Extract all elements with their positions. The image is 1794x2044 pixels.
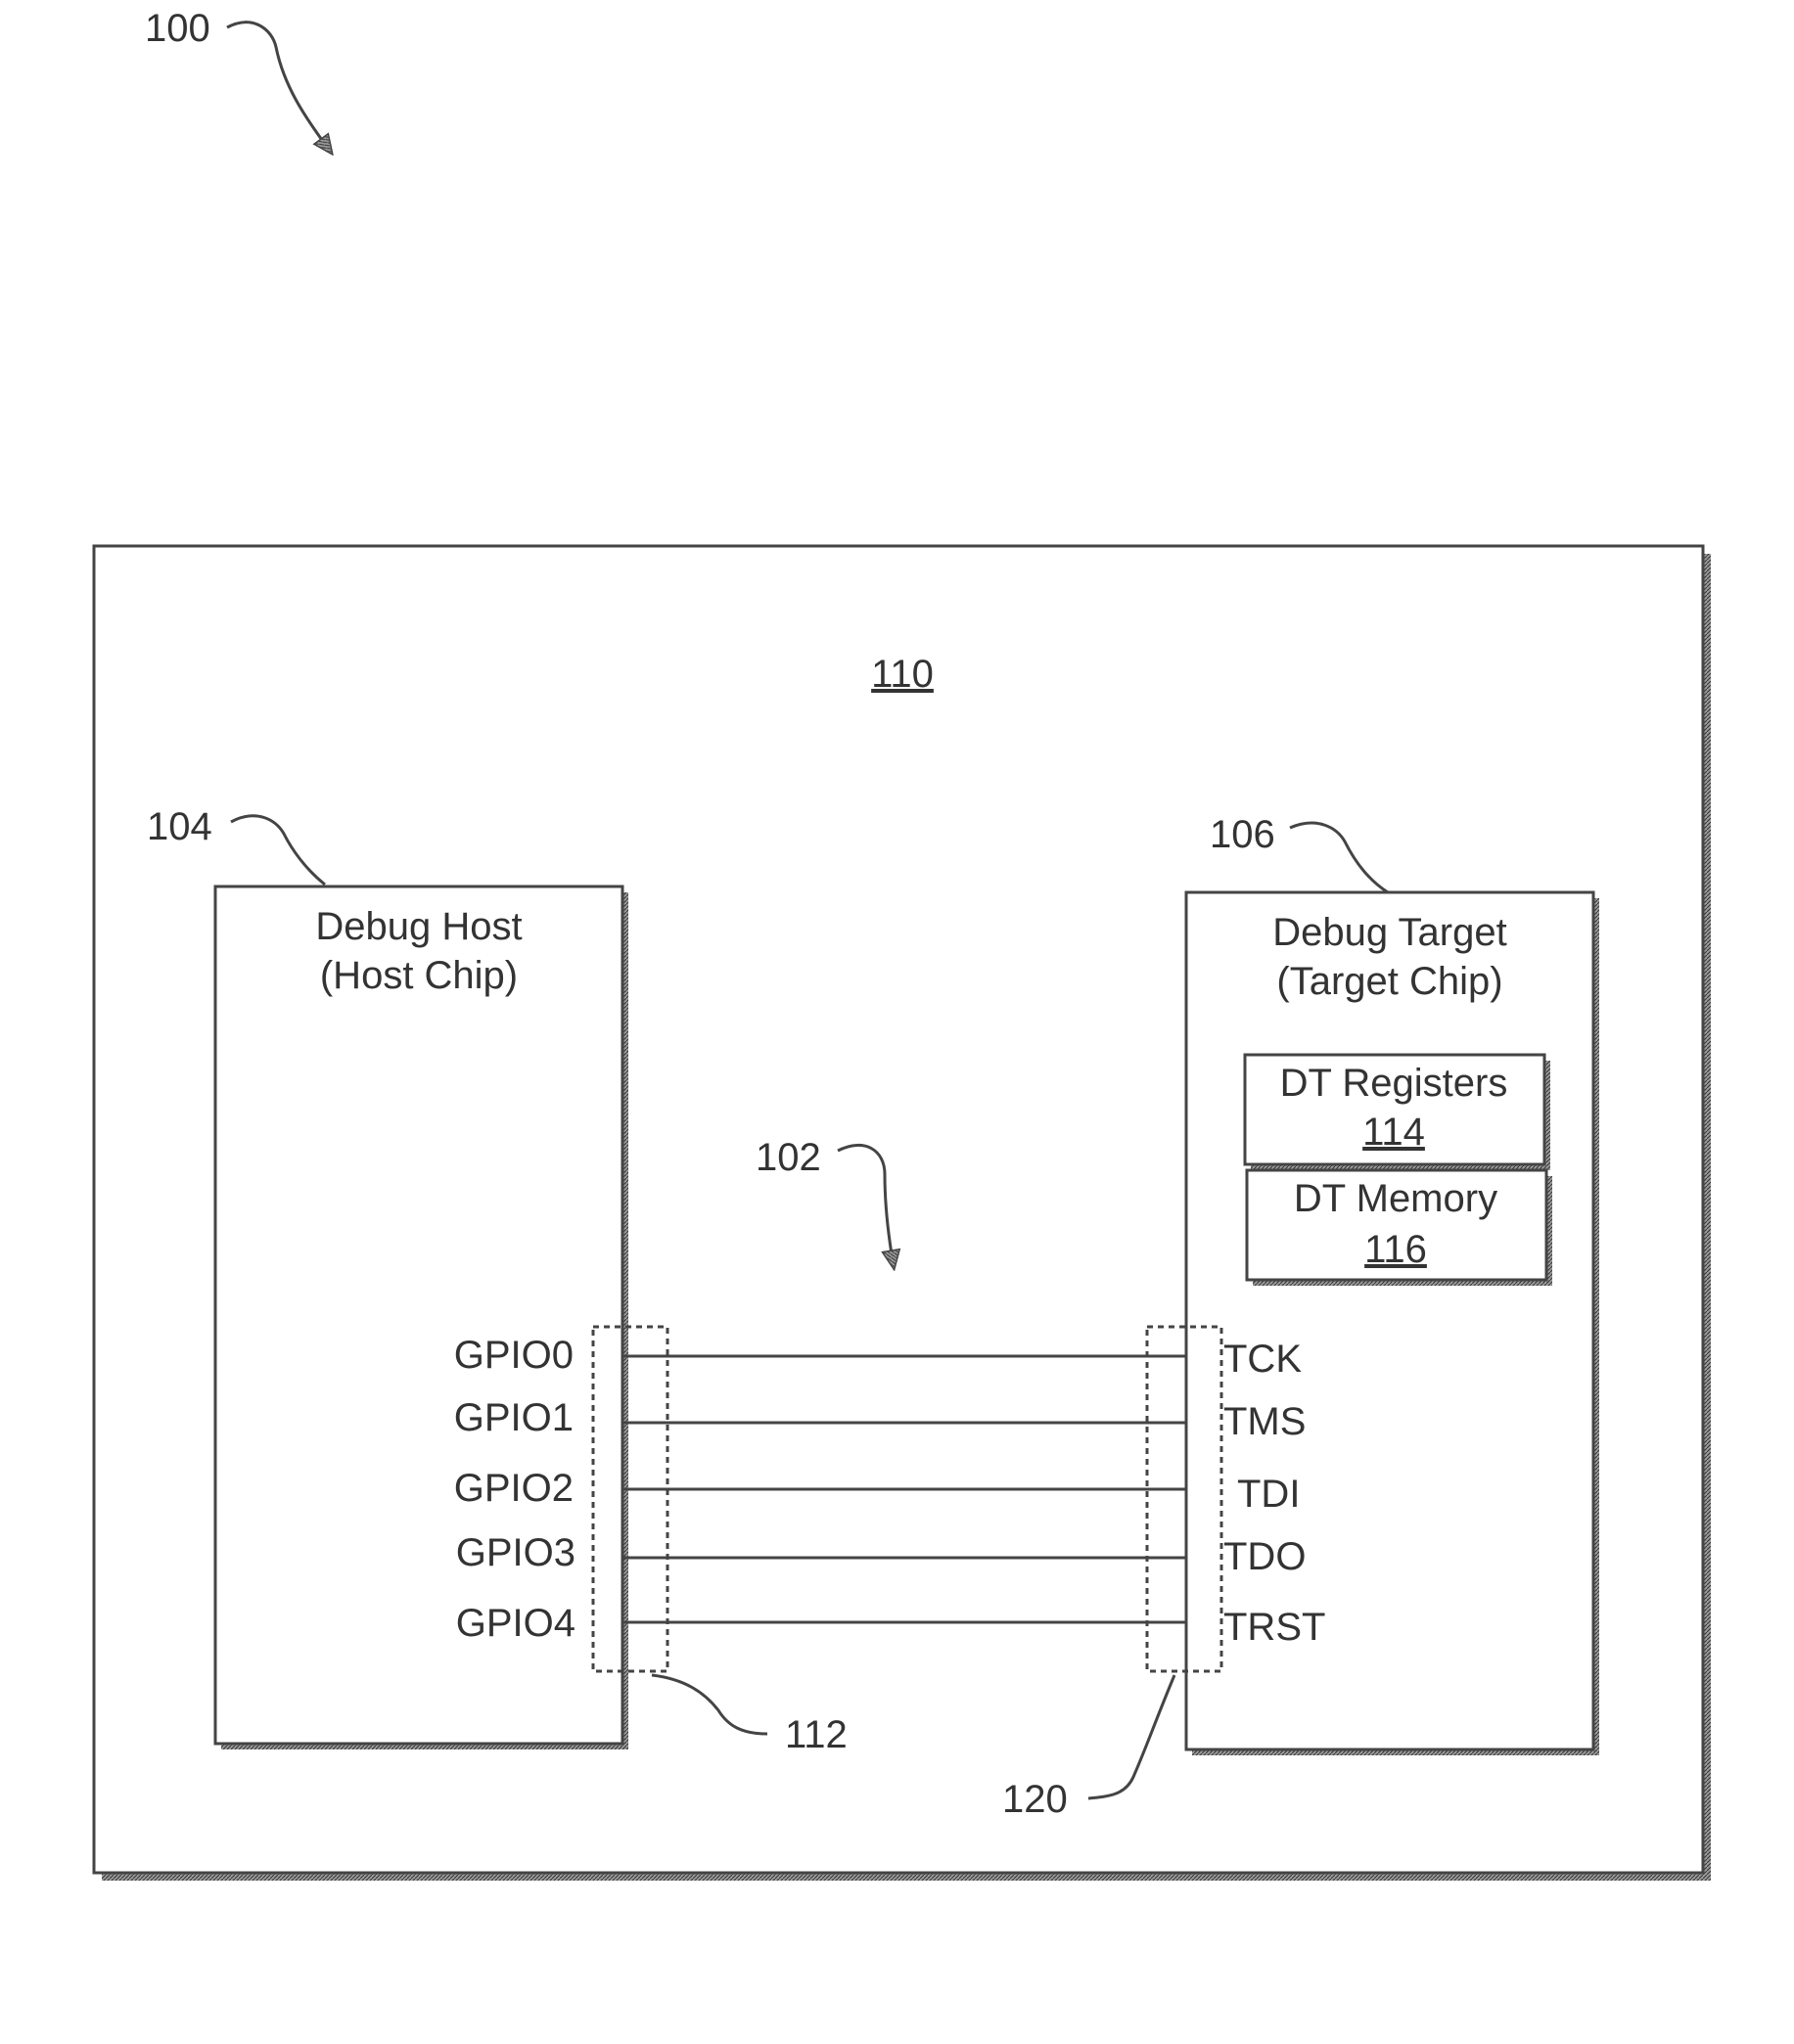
target-port-ref-label: 120 xyxy=(1002,1778,1068,1821)
host-port-ref-label: 112 xyxy=(785,1713,848,1756)
target-title-line1: Debug Target xyxy=(1272,911,1506,954)
target-pin-tdi: TDI xyxy=(1237,1473,1300,1516)
host-pin-gpio2: GPIO2 xyxy=(454,1467,574,1510)
board-ref-label: 110 xyxy=(871,653,934,696)
interface-ref-label: 102 xyxy=(756,1136,821,1179)
target-title-line2: (Target Chip) xyxy=(1276,960,1502,1003)
host-title-line2: (Host Chip) xyxy=(320,954,518,997)
debug-host-104: 104 Debug Host (Host Chip) GPIO0 GPIO1 G… xyxy=(147,805,628,1749)
host-pin-gpio1: GPIO1 xyxy=(454,1396,574,1439)
debug-target-106: 106 Debug Target (Target Chip) DT Regist… xyxy=(1186,813,1599,1755)
host-pin-gpio3: GPIO3 xyxy=(456,1531,575,1574)
dt-registers-label: DT Registers xyxy=(1280,1062,1508,1105)
target-pin-tdo: TDO xyxy=(1223,1535,1306,1578)
figure-ref-group: 100 xyxy=(145,7,327,147)
host-pin-gpio4: GPIO4 xyxy=(456,1602,575,1645)
host-ref-label: 104 xyxy=(147,805,212,848)
target-pin-trst: TRST xyxy=(1223,1606,1325,1649)
figure-ref-label: 100 xyxy=(145,7,210,50)
dt-memory-label: DT Memory xyxy=(1294,1177,1497,1220)
dt-registers-ref: 114 xyxy=(1362,1111,1425,1154)
figure-ref-arrow xyxy=(227,23,327,147)
target-pin-tck: TCK xyxy=(1223,1338,1302,1381)
host-pin-gpio0: GPIO0 xyxy=(454,1334,574,1377)
dt-memory-ref: 116 xyxy=(1364,1228,1427,1271)
target-pin-tms: TMS xyxy=(1223,1400,1306,1443)
target-ref-label: 106 xyxy=(1210,813,1275,856)
host-title-line1: Debug Host xyxy=(315,905,522,948)
